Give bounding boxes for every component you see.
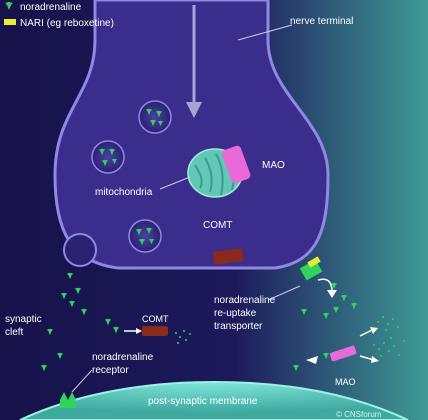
vesicle [138,100,172,134]
comt-label: COMT [203,220,232,231]
synaptic-cleft-label-2: cleft [5,327,24,338]
transporter-leader [267,285,301,301]
nari-drug [307,256,321,268]
nerve-terminal-label: nerve terminal [290,16,353,27]
nari-legend-icon [4,19,16,25]
cleft-mao [306,345,357,364]
legend-noradrenaline: noradrenaline [20,2,82,13]
reuptake-arrowhead [327,290,337,298]
receptor-label-2: receptor [92,365,129,376]
mao-product-arrow [359,329,373,337]
mao-label: MAO [262,160,285,171]
mao-enzyme [221,145,251,184]
metabolite-dots [175,316,405,357]
cleft-comt-arrowhead [136,328,142,334]
mao-product-arrowhead-2 [371,356,379,363]
cleft-comt-enzyme [142,326,168,336]
post-synaptic-membrane [19,380,409,420]
post-synaptic-label: post-synaptic membrane [148,396,258,407]
mitochondria-leader [159,176,191,190]
nerve-terminal [53,0,330,270]
watermark: © CNSforum [336,410,382,419]
mao-product-arrowhead [370,327,378,334]
comt-enzyme [212,248,244,265]
cleft-mao-label: MAO [335,377,356,387]
transporter-label-1: noradrenaline [214,295,276,306]
receptor-label-1: noradrenaline [92,352,154,363]
vesicle [128,219,162,253]
receptor-leader [71,369,93,393]
nerve-terminal-leader [237,24,293,41]
transporter-label-2: re-uptake [214,308,257,319]
legend: noradrenaline NARI (eg reboxetine) [4,2,114,29]
reuptake-transporter [299,256,323,281]
transport-arrow [186,5,202,118]
legend-nari: NARI (eg reboxetine) [20,18,114,29]
mitochondria-label: mitochondria [95,187,153,198]
transporter-label-3: transporter [214,321,263,332]
cleft-mao-enzyme [329,345,357,362]
noradrenaline-receptor [60,392,76,408]
reuptake-arrow [317,278,333,293]
vesicle [91,140,125,174]
synaptic-cleft-label-1: synaptic [5,314,42,325]
fusing-vesicle [63,233,97,267]
cleft-comt-label: COMT [142,314,169,324]
